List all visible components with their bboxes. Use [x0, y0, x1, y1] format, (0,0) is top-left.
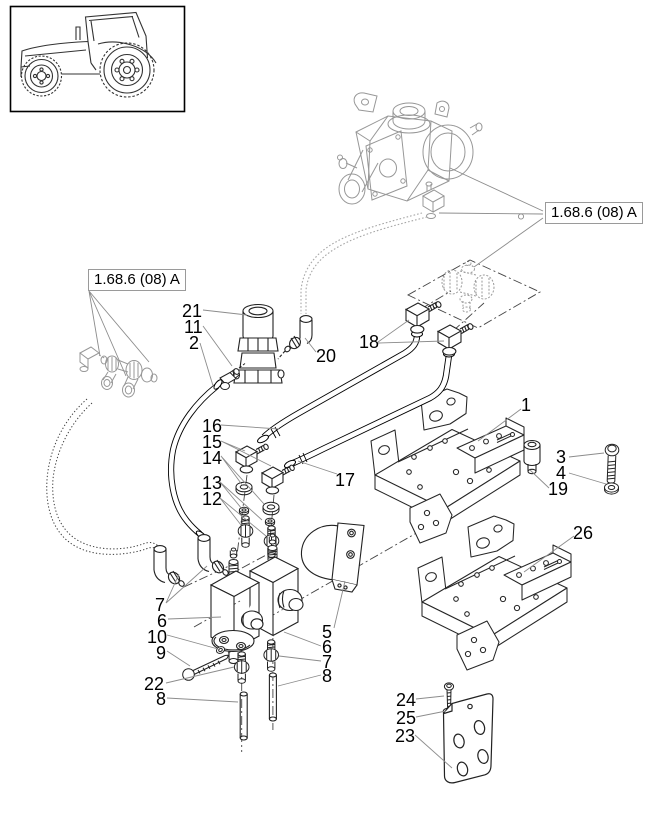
- callout-8-right: 8: [322, 666, 333, 686]
- callout-5: 5: [322, 622, 333, 642]
- washer-14b: [262, 501, 280, 516]
- callout-16: 16: [202, 416, 223, 436]
- ref-box-right[interactable]: 1.68.6 (08) A: [545, 202, 643, 224]
- cover-plate-5: [300, 522, 365, 593]
- callout-1: 1: [521, 395, 532, 415]
- callout-4: 4: [556, 463, 567, 483]
- washer-10: [215, 646, 226, 654]
- callout-18: 18: [359, 332, 380, 352]
- callout-10: 10: [147, 627, 168, 647]
- callout-22: 22: [144, 674, 165, 694]
- elbow-fitting-20: [277, 315, 313, 360]
- callout-6-left: 6: [157, 611, 168, 631]
- callout-8-left: 8: [156, 689, 167, 709]
- callout-14: 14: [202, 448, 223, 468]
- callout-17: 17: [335, 470, 356, 490]
- callout-12: 12: [202, 489, 223, 509]
- elbow-fitting-18a: [405, 300, 443, 334]
- tractor-thumbnail: [9, 5, 186, 113]
- callout-21: 21: [182, 301, 203, 321]
- callout-26: 26: [573, 523, 594, 543]
- callout-19: 19: [548, 479, 569, 499]
- fitting-12a: [237, 515, 254, 548]
- pressure-regulator-21: [232, 303, 285, 384]
- callout-25: 25: [396, 708, 417, 728]
- fitting-22: [233, 651, 250, 684]
- callout-6-right: 6: [322, 637, 333, 657]
- callout-15: 15: [202, 432, 223, 452]
- callout-13: 13: [202, 473, 223, 493]
- callout-23: 23: [395, 726, 416, 746]
- callout-11: 11: [184, 317, 203, 337]
- elbow-fitting-7a: [153, 545, 186, 588]
- callout-7-left: 7: [155, 595, 166, 615]
- elbow-fitting-15a: [235, 442, 270, 474]
- ref-box-left[interactable]: 1.68.6 (08) A: [88, 269, 186, 291]
- callout-20: 20: [316, 346, 337, 366]
- rigid-pipe-16: [257, 330, 423, 444]
- bolt-3: [604, 443, 620, 484]
- tee-fitting-assembly: [79, 346, 158, 398]
- twin-union-fitting: [441, 261, 495, 313]
- washer-4: [604, 482, 619, 495]
- valve-elbow-fitting: [421, 181, 446, 219]
- mounting-plate-23: [442, 693, 494, 784]
- elbow-fitting-15b: [261, 463, 296, 495]
- air-hose-dotted-top: [300, 212, 428, 314]
- fitting-7c: [263, 639, 279, 672]
- callout-3: 3: [556, 447, 567, 467]
- callout-9: 9: [156, 643, 167, 663]
- washer-13a: [238, 506, 250, 516]
- flexible-hose-dashed: [46, 398, 161, 555]
- callout-24: 24: [396, 690, 417, 710]
- support-bracket-26: [417, 515, 572, 671]
- elbow-fitting-18b: [437, 322, 475, 356]
- leader-lines: [88, 167, 607, 769]
- callout-7-right: 7: [322, 652, 333, 672]
- brake-valve-assembly: [337, 92, 483, 205]
- valve-block: [209, 533, 304, 665]
- bolt-9: [182, 654, 230, 681]
- cap-19: [523, 439, 541, 475]
- hose-2: [168, 379, 223, 540]
- callout-2: 2: [189, 333, 200, 353]
- washer-13b: [264, 517, 276, 527]
